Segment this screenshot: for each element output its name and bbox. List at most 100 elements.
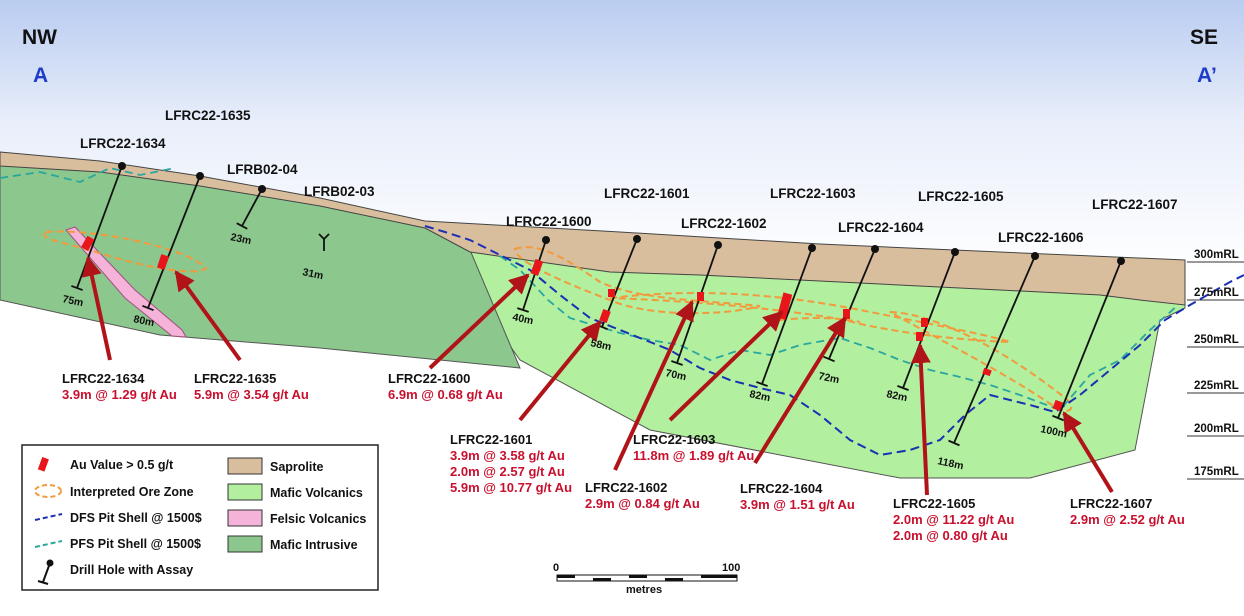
swatch-mafic-volcanics — [227, 483, 263, 501]
au-value-symbol — [37, 456, 49, 472]
intercept-value: 3.9m @ 1.29 g/t Au — [62, 387, 177, 402]
drill-hole — [517, 236, 550, 313]
depth-label: 23m — [229, 231, 252, 247]
legend-label-saprolite: Saprolite — [270, 460, 324, 474]
intercept-value: 5.9m @ 10.77 g/t Au — [450, 480, 572, 495]
intercept-value: 2.0m @ 2.57 g/t Au — [450, 464, 565, 479]
drill-hole-label: LFRC22-1601 — [604, 186, 690, 201]
intercept-hole-name: LFRC22-1604 — [740, 481, 823, 496]
drill-hole — [318, 233, 330, 251]
drill-hole-label: LFRC22-1605 — [918, 189, 1004, 204]
depth-label: 31m — [301, 266, 324, 282]
legend-label-au: Au Value > 0.5 g/t — [70, 458, 174, 472]
dfs-shell-symbol — [34, 513, 63, 521]
scale-unit: metres — [626, 584, 662, 596]
elevation-label: 175mRL — [1194, 466, 1239, 478]
drill-hole — [897, 248, 959, 391]
drill-hole-labels: LFRC22-1634LFRC22-1635LFRB02-04LFRB02-03… — [80, 108, 1178, 245]
swatch-felsic-volcanics — [227, 509, 263, 527]
drill-hole-label: LFRC22-1600 — [506, 214, 592, 229]
legend-label-dfs: DFS Pit Shell @ 1500$ — [70, 511, 202, 525]
depth-label: 80m — [132, 313, 155, 329]
intercept-value: 2.0m @ 0.80 g/t Au — [893, 528, 1008, 543]
elevation-label: 250mRL — [1194, 334, 1239, 346]
callout-arrows — [82, 256, 1114, 496]
elevation-label: 300mRL — [1194, 249, 1239, 261]
intercept-value: 11.8m @ 1.89 g/t Au — [633, 448, 754, 463]
depth-label: 75m — [61, 293, 84, 309]
drill-hole — [823, 245, 879, 363]
drill-hole — [142, 172, 204, 312]
drill-hole — [756, 244, 816, 387]
elevation-label: 200mRL — [1194, 423, 1239, 435]
legend-label-mafic-intrusive: Mafic Intrusive — [270, 538, 358, 552]
intercept-hole-name: LFRC22-1601 — [450, 432, 532, 447]
felsic-volcanics-body — [65, 226, 187, 338]
depth-label: 72m — [817, 370, 840, 386]
depth-label: 82m — [885, 388, 908, 404]
intercept-value: 3.9m @ 1.51 g/t Au — [740, 497, 855, 512]
depth-label: 118m — [936, 455, 964, 472]
drill-hole — [236, 185, 266, 230]
legend-label-drill: Drill Hole with Assay — [70, 563, 193, 577]
saprolite-layer — [0, 151, 1186, 306]
drill-hole-label: LFRC22-1602 — [681, 216, 767, 231]
legend-box — [21, 444, 379, 591]
section-start-label: A — [33, 64, 48, 87]
intercept-value: 5.9m @ 3.54 g/t Au — [194, 387, 309, 402]
drill-hole — [1052, 257, 1125, 422]
swatch-mafic-intrusive — [227, 535, 263, 553]
legend-label-pfs: PFS Pit Shell @ 1500$ — [70, 537, 201, 551]
drill-hole-label: LFRB02-04 — [227, 162, 298, 177]
pfs-shell-symbol — [34, 540, 63, 548]
elevation-ticks — [1187, 261, 1244, 480]
drill-hole-label: LFRB02-03 — [304, 184, 375, 199]
scale-bar: 0 100 metres — [553, 562, 740, 596]
intercept-value: 3.9m @ 3.58 g/t Au — [450, 448, 565, 463]
legend: Au Value > 0.5 g/t Interpreted Ore Zone … — [21, 444, 379, 591]
dfs-pit-shell — [424, 225, 1244, 457]
elevation-label: 225mRL — [1194, 380, 1239, 392]
drill-hole — [948, 252, 1039, 447]
intercept-hole-name: LFRC22-1634 — [62, 371, 145, 386]
section-end-label: A’ — [1197, 64, 1217, 87]
depth-label: 40m — [511, 311, 534, 327]
legend-label-felsic-volcanics: Felsic Volcanics — [270, 512, 366, 526]
drill-hole-label: LFRC22-1635 — [165, 108, 251, 123]
ore-zone-symbol — [34, 484, 62, 498]
drill-hole — [671, 241, 722, 366]
depth-label: 70m — [664, 367, 687, 383]
intercept-hole-name: LFRC22-1607 — [1070, 496, 1152, 511]
legend-label-mafic-volcanics: Mafic Volcanics — [270, 486, 363, 500]
intercept-value: 2.0m @ 11.22 g/t Au — [893, 512, 1014, 527]
direction-right: SE — [1190, 26, 1218, 49]
scale-start: 0 — [553, 562, 559, 574]
depth-label: 100m — [1039, 423, 1068, 440]
drill-hole-label: LFRC22-1603 — [770, 186, 856, 201]
intercept-hole-name: LFRC22-1602 — [585, 480, 667, 495]
intercept-value: 2.9m @ 2.52 g/t Au — [1070, 512, 1185, 527]
drill-hole-label: LFRC22-1607 — [1092, 197, 1178, 212]
swatch-saprolite — [227, 457, 263, 475]
drill-hole-label: LFRC22-1606 — [998, 230, 1084, 245]
drill-hole-label: LFRC22-1604 — [838, 220, 924, 235]
depth-label: 82m — [748, 388, 771, 404]
intercept-value: 6.9m @ 0.68 g/t Au — [388, 387, 503, 402]
intercept-hole-name: LFRC22-1605 — [893, 496, 975, 511]
drill-hole-symbol — [37, 559, 54, 585]
scale-end: 100 — [722, 562, 740, 574]
direction-left: NW — [22, 26, 57, 49]
